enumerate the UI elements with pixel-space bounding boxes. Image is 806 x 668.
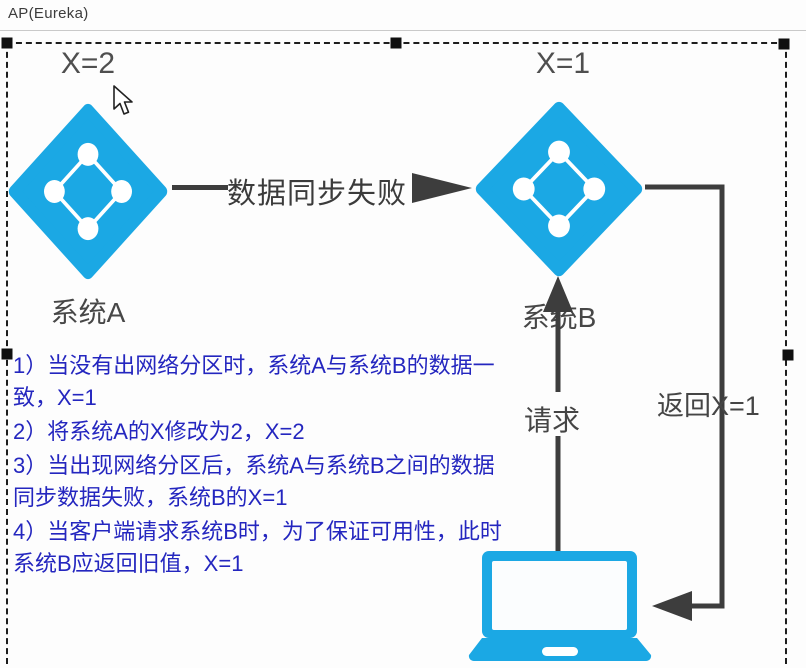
return-arrow-label: 返回X=1 — [657, 391, 760, 421]
request-arrow-label: 请求 — [524, 405, 581, 436]
system-a-value: X=2 — [60, 47, 116, 80]
note-item: 1）当没有出网络分区时，系统A与系统B的数据一致，X=1 — [13, 353, 495, 410]
page-title: AP(Eureka) — [8, 5, 89, 22]
note-item: 4）当客户端请求系统B时，为了保证可用性，此时系统B应返回旧值，X=1 — [13, 519, 502, 576]
return-arrow — [645, 184, 725, 621]
cluster-network-icon — [44, 142, 132, 241]
system-b-node — [475, 101, 643, 277]
laptop-icon — [468, 551, 652, 662]
system-b-value: X=1 — [535, 47, 591, 80]
selection-handle-top-right[interactable] — [778, 38, 790, 50]
request-arrowhead-icon — [543, 276, 573, 312]
selection-handle-top-middle[interactable] — [390, 37, 402, 49]
system-a-node — [8, 103, 168, 280]
sync-arrow-label: 数据同步失败 — [227, 178, 408, 210]
mouse-cursor-icon — [113, 85, 133, 115]
selection-handle-left-middle[interactable] — [1, 348, 13, 360]
system-a-label: 系统A — [50, 297, 126, 328]
request-arrow — [543, 276, 573, 554]
notes-block: 1）当没有出网络分区时，系统A与系统B的数据一致，X=1 2）将系统A的X修改为… — [13, 350, 511, 582]
header-divider — [0, 30, 806, 31]
sync-arrow-line — [172, 185, 228, 190]
selection-handle-top-left[interactable] — [1, 37, 13, 49]
sync-arrowhead-icon — [412, 173, 472, 203]
selection-handle-right-middle[interactable] — [782, 349, 794, 361]
note-item: 2）将系统A的X修改为2，X=2 — [13, 419, 305, 444]
cluster-network-icon — [512, 140, 606, 238]
return-arrowhead-icon — [652, 591, 692, 621]
note-item: 3）当出现网络分区后，系统A与系统B之间的数据同步数据失败，系统B的X=1 — [13, 453, 495, 510]
